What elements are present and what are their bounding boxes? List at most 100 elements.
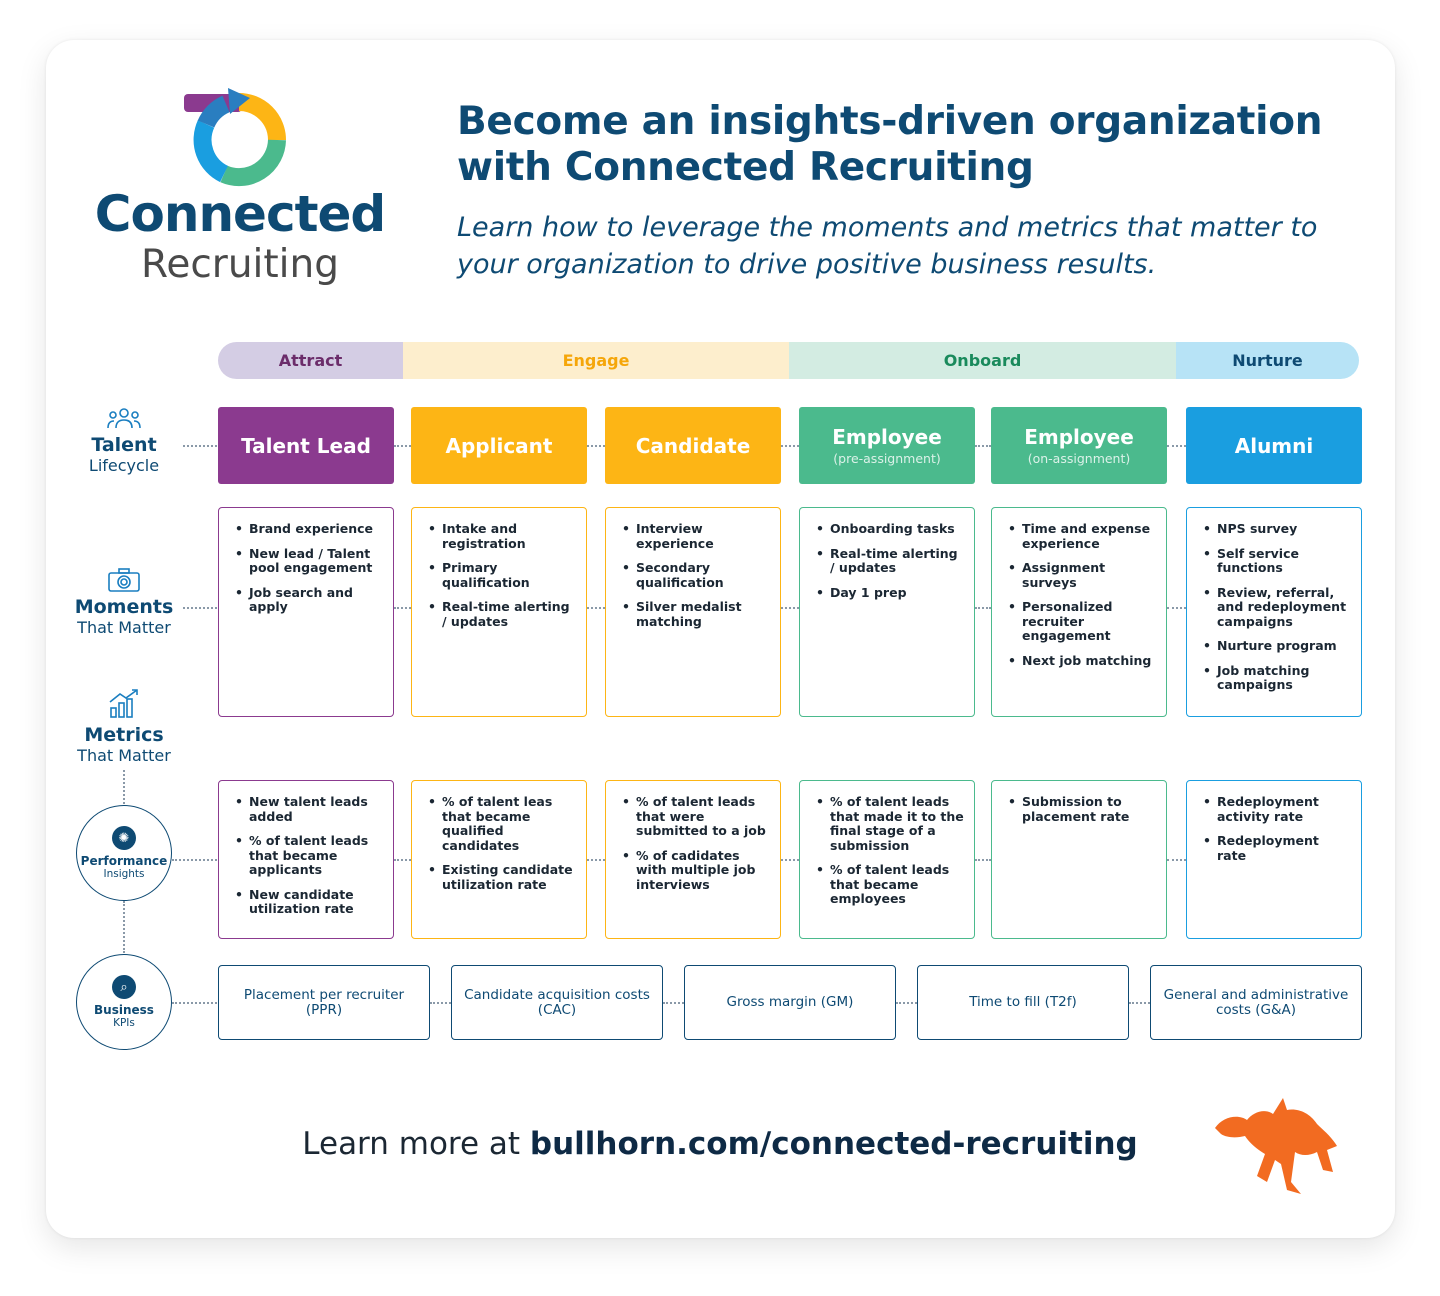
- row-label-sub: Lifecycle: [88, 456, 160, 475]
- moments-item: Day 1 prep: [812, 585, 964, 601]
- row-label-sub: That Matter: [77, 746, 171, 765]
- footer-link-text: Learn more at bullhorn.com/connected-rec…: [0, 1126, 1440, 1162]
- moments-item: Review, referral, and redeployment campa…: [1199, 585, 1351, 630]
- phase-2: Onboard: [789, 342, 1176, 379]
- moments-box: Time and expense experienceAssignment su…: [991, 507, 1167, 717]
- stage-subtitle: (on-assignment): [1027, 451, 1131, 466]
- moments-box: NPS surveySelf service functionsReview, …: [1186, 507, 1362, 717]
- kpi-box: General and administrative costs (G&A): [1150, 965, 1362, 1040]
- metrics-box: Redeployment activity rateRedeployment r…: [1186, 780, 1362, 939]
- kpi-box: Placement per recruiter (PPR): [218, 965, 430, 1040]
- moments-item: Nurture program: [1199, 638, 1351, 654]
- connector-line: [896, 1002, 917, 1004]
- moments-item: Brand experience: [231, 521, 383, 537]
- phase-0: Attract: [218, 342, 403, 379]
- connector-line: [1167, 607, 1186, 609]
- moments-item: New lead / Talent pool engagement: [231, 546, 383, 576]
- connector-line: [975, 445, 991, 447]
- connector-line: [975, 607, 991, 609]
- connected-recruiting-logo-icon: [184, 88, 286, 187]
- metrics-item: % of talent leads that became applicants: [231, 833, 383, 878]
- metrics-box: % of talent leas that became qualified c…: [411, 780, 587, 939]
- stage-header: Employee (pre-assignment): [799, 407, 975, 484]
- moments-box: Onboarding tasksReal-time alerting / upd…: [799, 507, 975, 717]
- connector-line: [781, 445, 799, 447]
- search-person-icon: ⌕: [112, 975, 136, 999]
- bullhorn-bull-logo-icon: [1215, 1098, 1337, 1194]
- stage-title: Talent Lead: [241, 433, 371, 458]
- phase-1: Engage: [403, 342, 789, 379]
- row-label-talent-lifecycle: Talent Lifecycle: [64, 435, 184, 476]
- badge-sub: KPIs: [113, 1017, 135, 1029]
- business-kpis-badge: ⌕ Business KPIs: [76, 954, 172, 1050]
- metrics-item: % of talent leads that made it to the fi…: [812, 794, 964, 853]
- performance-insights-badge: ✺ Performance Insights: [76, 805, 172, 901]
- stage-subtitle: (pre-assignment): [833, 451, 941, 466]
- moments-item: Self service functions: [1199, 546, 1351, 576]
- moments-item: Secondary qualification: [618, 560, 770, 590]
- page-title: Become an insights-driven organization w…: [457, 99, 1323, 190]
- row-label-metrics: Metrics That Matter: [64, 724, 184, 766]
- metrics-item: Redeployment rate: [1199, 833, 1351, 863]
- stage-title: Candidate: [635, 433, 751, 458]
- phase-3: Nurture: [1176, 342, 1359, 379]
- metrics-item: % of talent leads that were submitted to…: [618, 794, 770, 839]
- moments-item: Job search and apply: [231, 585, 383, 615]
- moments-item: Onboarding tasks: [812, 521, 964, 537]
- growth-chart-icon: [109, 689, 138, 718]
- footer-url[interactable]: bullhorn.com/connected-recruiting: [529, 1126, 1138, 1162]
- stage-title: Employee: [832, 425, 942, 449]
- moments-item: Silver medalist matching: [618, 599, 770, 629]
- metrics-box: % of talent leads that made it to the fi…: [799, 780, 975, 939]
- stage-title: Alumni: [1234, 433, 1314, 458]
- connector-line: [394, 859, 411, 861]
- badge-title: Performance: [80, 854, 168, 868]
- connector-line: [172, 1002, 217, 1004]
- kpi-box: Gross margin (GM): [684, 965, 896, 1040]
- connector-line: [781, 859, 799, 861]
- stage-title: Employee: [1024, 425, 1134, 449]
- connector-line: [1167, 859, 1186, 861]
- moments-box: Intake and registrationPrimary qualifica…: [411, 507, 587, 717]
- row-label-moments: Moments That Matter: [64, 596, 184, 638]
- metrics-item: Submission to placement rate: [1004, 794, 1156, 824]
- connector-line: [781, 607, 799, 609]
- metrics-box: % of talent leads that were submitted to…: [605, 780, 781, 939]
- connector-line: [1167, 445, 1186, 447]
- connector-line: [123, 901, 125, 953]
- connector-line: [172, 859, 217, 861]
- badge-title: Business: [94, 1003, 154, 1017]
- connector-line: [394, 607, 411, 609]
- moments-item: Assignment surveys: [1004, 560, 1156, 590]
- connector-line: [975, 859, 991, 861]
- metrics-box: Submission to placement rate: [991, 780, 1167, 939]
- moments-item: Personalized recruiter engagement: [1004, 599, 1156, 644]
- logo-subtitle: Recruiting: [141, 242, 339, 287]
- connector-line: [587, 445, 605, 447]
- moments-item: Job matching campaigns: [1199, 663, 1351, 693]
- stage-title: Applicant: [445, 433, 553, 458]
- connector-line: [183, 445, 217, 447]
- connector-line: [1129, 1002, 1150, 1004]
- logo-wordmark: Connected: [94, 185, 386, 243]
- moments-box: Interview experienceSecondary qualificat…: [605, 507, 781, 717]
- metrics-item: % of cadidates with multiple job intervi…: [618, 848, 770, 893]
- moments-item: Next job matching: [1004, 653, 1156, 669]
- camera-icon: [108, 568, 140, 592]
- row-label-title: Metrics: [84, 724, 164, 746]
- connector-line: [587, 607, 605, 609]
- connector-line: [430, 1002, 451, 1004]
- connector-line: [663, 1002, 684, 1004]
- connector-line: [394, 445, 411, 447]
- moments-item: Intake and registration: [424, 521, 576, 551]
- moments-box: Brand experienceNew lead / Talent pool e…: [218, 507, 394, 717]
- stage-header: Employee (on-assignment): [991, 407, 1167, 484]
- moments-item: Real-time alerting / updates: [424, 599, 576, 629]
- row-label-title: Moments: [74, 596, 174, 618]
- moments-item: Interview experience: [618, 521, 770, 551]
- stage-header: Applicant: [411, 407, 587, 484]
- connector-line: [183, 607, 217, 609]
- moments-item: Real-time alerting / updates: [812, 546, 964, 576]
- gear-icon: ✺: [112, 826, 136, 850]
